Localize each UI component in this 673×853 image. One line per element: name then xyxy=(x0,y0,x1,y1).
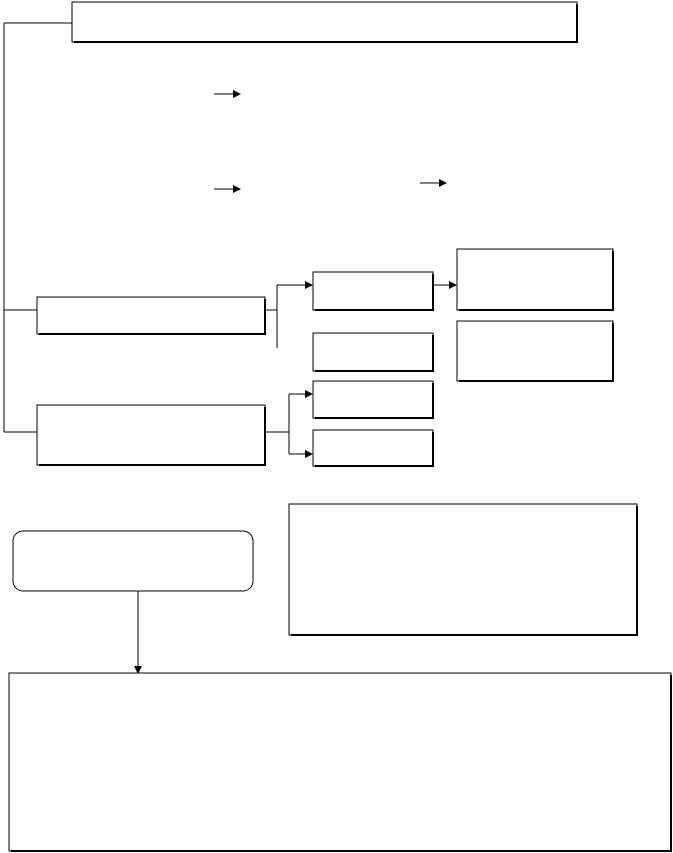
lower-branch-connector xyxy=(265,390,313,458)
rounded-box xyxy=(12,530,254,592)
right-box-2 xyxy=(456,320,614,382)
mid-box-4 xyxy=(312,429,434,467)
left-spine-connector xyxy=(3,22,72,433)
mid-box-2 xyxy=(312,332,434,372)
bottom-box xyxy=(8,672,672,852)
mid-box-3 xyxy=(312,380,434,419)
left-box-upper xyxy=(36,296,266,335)
right-box-1 xyxy=(456,248,614,311)
large-right-box xyxy=(288,503,638,636)
mid-box-1 xyxy=(312,271,434,311)
upper-branch-connector xyxy=(265,281,313,348)
top-box xyxy=(71,1,578,43)
left-box-lower xyxy=(36,404,266,466)
